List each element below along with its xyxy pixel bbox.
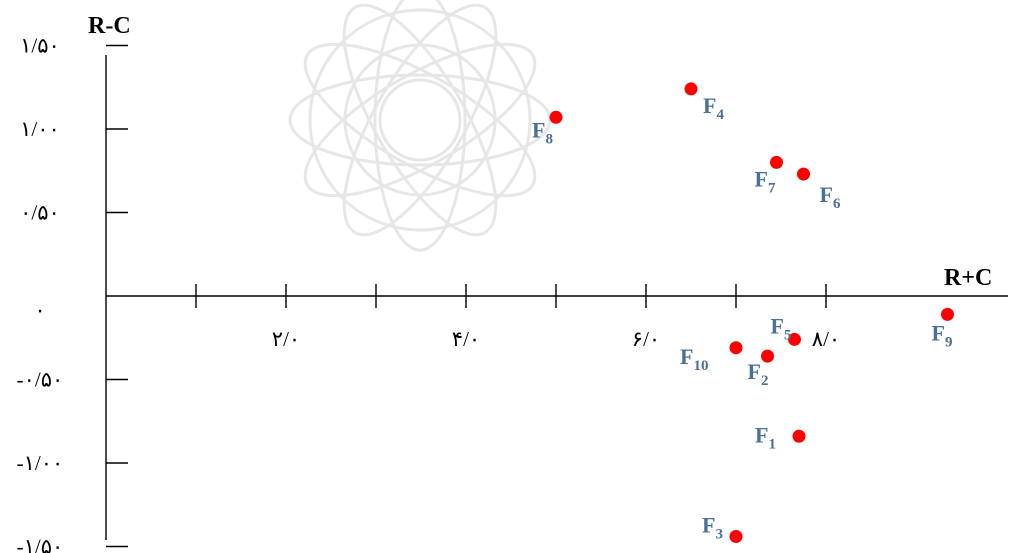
data-point-f6 [797, 167, 810, 181]
y-tick-label: -۰/۵۰ [17, 368, 64, 392]
point-label-subscript: 5 [784, 327, 792, 343]
data-point-f2 [761, 349, 774, 363]
x-tick-label: ۸/۰ [812, 327, 840, 351]
point-label-f5: F5 [771, 313, 792, 343]
y-tick-label: ۱/۰۰ [20, 117, 60, 141]
data-point-f10 [729, 341, 743, 355]
data-point-f5 [788, 332, 801, 346]
point-label-subscript: 3 [715, 526, 723, 542]
point-label-f3: F3 [702, 512, 723, 542]
watermark-rosette [288, 0, 552, 252]
x-tick-label: ۶/۰ [632, 327, 660, 351]
point-label-letter: F [680, 344, 693, 369]
point-label-subscript: 10 [693, 358, 708, 374]
data-point-f4 [684, 82, 698, 96]
x-tick-label: ۴/۰ [452, 327, 480, 351]
point-label-subscript: 2 [761, 373, 769, 389]
y-tick-label: -۱/۰۰ [17, 451, 64, 475]
point-label-letter: F [771, 313, 784, 338]
point-label-letter: F [755, 422, 768, 447]
data-point-f1 [792, 429, 806, 443]
point-label-letter: F [932, 320, 945, 345]
y-tick-label: ۰/۵۰ [20, 201, 60, 225]
data-point-f9 [941, 307, 954, 321]
point-label-f7: F7 [755, 166, 776, 196]
point-label-letter: F [820, 182, 833, 207]
x-tick-label: ۲/۰ [272, 327, 300, 351]
x-axis-title: R+C [944, 265, 992, 291]
point-label-subscript: 7 [768, 180, 776, 196]
data-point-f3 [729, 529, 743, 543]
point-label-letter: F [702, 512, 715, 537]
point-label-f1: F1 [755, 422, 776, 452]
point-label-subscript: 9 [945, 334, 953, 350]
point-label-letter: F [703, 93, 716, 118]
point-label-subscript: 6 [833, 196, 841, 212]
point-label-letter: F [755, 166, 768, 191]
point-label-subscript: 1 [768, 436, 776, 452]
point-label-f6: F6 [820, 182, 841, 212]
point-label-f4: F4 [703, 93, 724, 123]
point-label-f8: F8 [532, 117, 553, 147]
point-label-f10: F10 [680, 344, 708, 374]
point-label-letter: F [748, 359, 761, 384]
y-tick-label: -۱/۵۰ [17, 535, 64, 553]
point-label-letter: F [532, 117, 545, 142]
data-point-f7 [770, 155, 783, 169]
y-axis-title: R-C [88, 13, 131, 39]
data-point-f8 [549, 110, 563, 124]
point-label-subscript: 8 [545, 131, 553, 147]
point-label-subscript: 4 [716, 107, 724, 123]
point-label-f2: F2 [748, 359, 769, 389]
point-label-f9: F9 [932, 320, 953, 350]
ticks-layer: ۲/۰ ۴/۰ ۶/۰ ۸/۰ ۱/۵۰ ۱/۰۰ ۰/۵۰ ۰ -۰/۵۰ -۱/۰۰ -۱/۵۰ [17, 34, 841, 553]
y-tick-label: ۱/۵۰ [20, 34, 60, 58]
y-tick-label: ۰ [34, 298, 45, 322]
